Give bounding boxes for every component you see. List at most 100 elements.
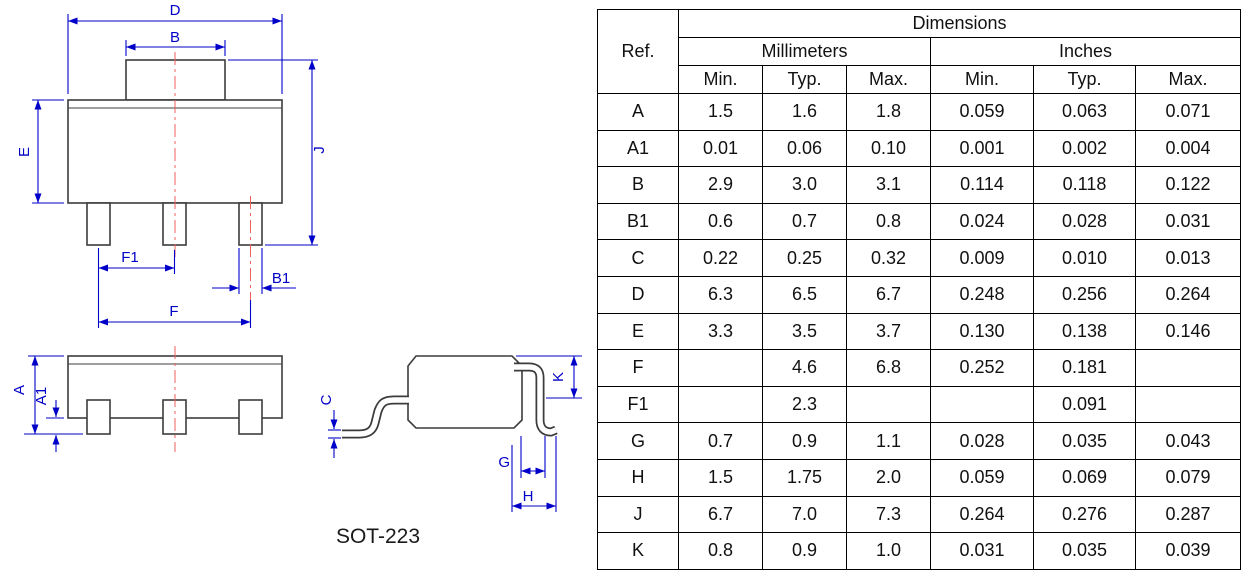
value-cell: 0.004 (1135, 129, 1241, 168)
value-cell: 3.5 (762, 312, 847, 351)
col-header-mm-typ: Typ. (762, 65, 847, 94)
value-cell: 0.010 (1033, 239, 1136, 277)
value-cell: 0.7 (762, 202, 847, 241)
value-cell: 0.079 (1135, 458, 1241, 497)
ref-header: Ref. (597, 9, 679, 94)
value-cell: 0.9 (762, 532, 847, 570)
value-cell: 7.3 (846, 495, 931, 534)
ref-cell: G (597, 422, 679, 460)
front-view: D B E J F1 B1 F (16, 2, 328, 328)
value-cell: 0.32 (846, 239, 931, 277)
ref-cell: D (597, 275, 679, 314)
value-cell: 3.7 (846, 312, 931, 351)
dimensions-table: Ref. Dimensions Millimeters Inches Min. … (597, 9, 1241, 570)
dim-label-k: K (550, 372, 567, 382)
value-cell (678, 349, 763, 387)
ref-cell: B1 (597, 202, 679, 241)
value-cell: 6.7 (846, 275, 931, 314)
value-cell: 0.146 (1135, 312, 1241, 351)
ref-cell: H (597, 458, 679, 497)
inches-header: Inches (930, 37, 1241, 66)
value-cell: 0.059 (930, 93, 1034, 131)
value-cell: 1.0 (846, 532, 931, 570)
dim-label-d: D (170, 2, 181, 19)
value-cell: 2.3 (762, 385, 847, 424)
lead-1 (86, 202, 111, 246)
value-cell: 0.028 (930, 422, 1034, 460)
value-cell: 1.5 (678, 93, 763, 131)
value-cell: 0.9 (762, 422, 847, 460)
value-cell: 6.8 (846, 349, 931, 387)
value-cell (678, 385, 763, 424)
value-cell: 0.06 (762, 129, 847, 168)
ref-cell: F1 (597, 385, 679, 424)
value-cell: 4.6 (762, 349, 847, 387)
value-cell: 0.069 (1033, 458, 1136, 497)
value-cell: 0.039 (1135, 532, 1241, 570)
value-cell: 0.043 (1135, 422, 1241, 460)
ref-cell: E (597, 312, 679, 351)
value-cell: 1.6 (762, 93, 847, 131)
value-cell: 0.8 (678, 532, 763, 570)
dim-label-f1: F1 (121, 249, 139, 266)
value-cell: 2.0 (846, 458, 931, 497)
value-cell: 3.3 (678, 312, 763, 351)
ref-cell: A1 (597, 129, 679, 168)
value-cell: 0.01 (678, 129, 763, 168)
dim-label-c: C (318, 394, 335, 405)
profile-body-outline (407, 355, 523, 429)
dim-label-j: J (311, 146, 328, 154)
value-cell: 0.035 (1033, 422, 1136, 460)
ref-cell: C (597, 239, 679, 277)
package-caption: SOT-223 (336, 525, 420, 548)
col-header-mm-min: Min. (678, 65, 763, 94)
value-cell: 1.1 (846, 422, 931, 460)
value-cell (1135, 385, 1241, 424)
value-cell: 0.181 (1033, 349, 1136, 387)
dimensions-table-container: Ref. Dimensions Millimeters Inches Min. … (597, 9, 1241, 570)
ref-cell: F (597, 349, 679, 387)
value-cell: 0.031 (1135, 202, 1241, 241)
value-cell: 3.1 (846, 166, 931, 204)
dim-label-b1: B1 (272, 270, 290, 287)
value-cell: 2.9 (678, 166, 763, 204)
value-cell: 0.10 (846, 129, 931, 168)
ref-cell: J (597, 495, 679, 534)
side-view: A A1 (11, 346, 283, 452)
value-cell: 0.013 (1135, 239, 1241, 277)
value-cell: 0.114 (930, 166, 1034, 204)
value-cell: 3.0 (762, 166, 847, 204)
value-cell: 0.122 (1135, 166, 1241, 204)
value-cell: 0.256 (1033, 275, 1136, 314)
value-cell: 0.287 (1135, 495, 1241, 534)
col-header-in-typ: Typ. (1033, 65, 1136, 94)
value-cell: 0.252 (930, 349, 1034, 387)
value-cell: 1.5 (678, 458, 763, 497)
ref-cell: A (597, 93, 679, 131)
value-cell: 0.25 (762, 239, 847, 277)
value-cell (846, 385, 931, 424)
value-cell: 0.031 (930, 532, 1034, 570)
value-cell: 0.024 (930, 202, 1034, 241)
dim-label-b: B (170, 29, 180, 46)
value-cell: 0.001 (930, 129, 1034, 168)
package-drawing: D B E J F1 B1 F (11, 2, 582, 548)
value-cell: 0.248 (930, 275, 1034, 314)
dim-label-e: E (16, 147, 33, 157)
value-cell: 6.5 (762, 275, 847, 314)
ref-cell: K (597, 532, 679, 570)
value-cell: 0.028 (1033, 202, 1136, 241)
